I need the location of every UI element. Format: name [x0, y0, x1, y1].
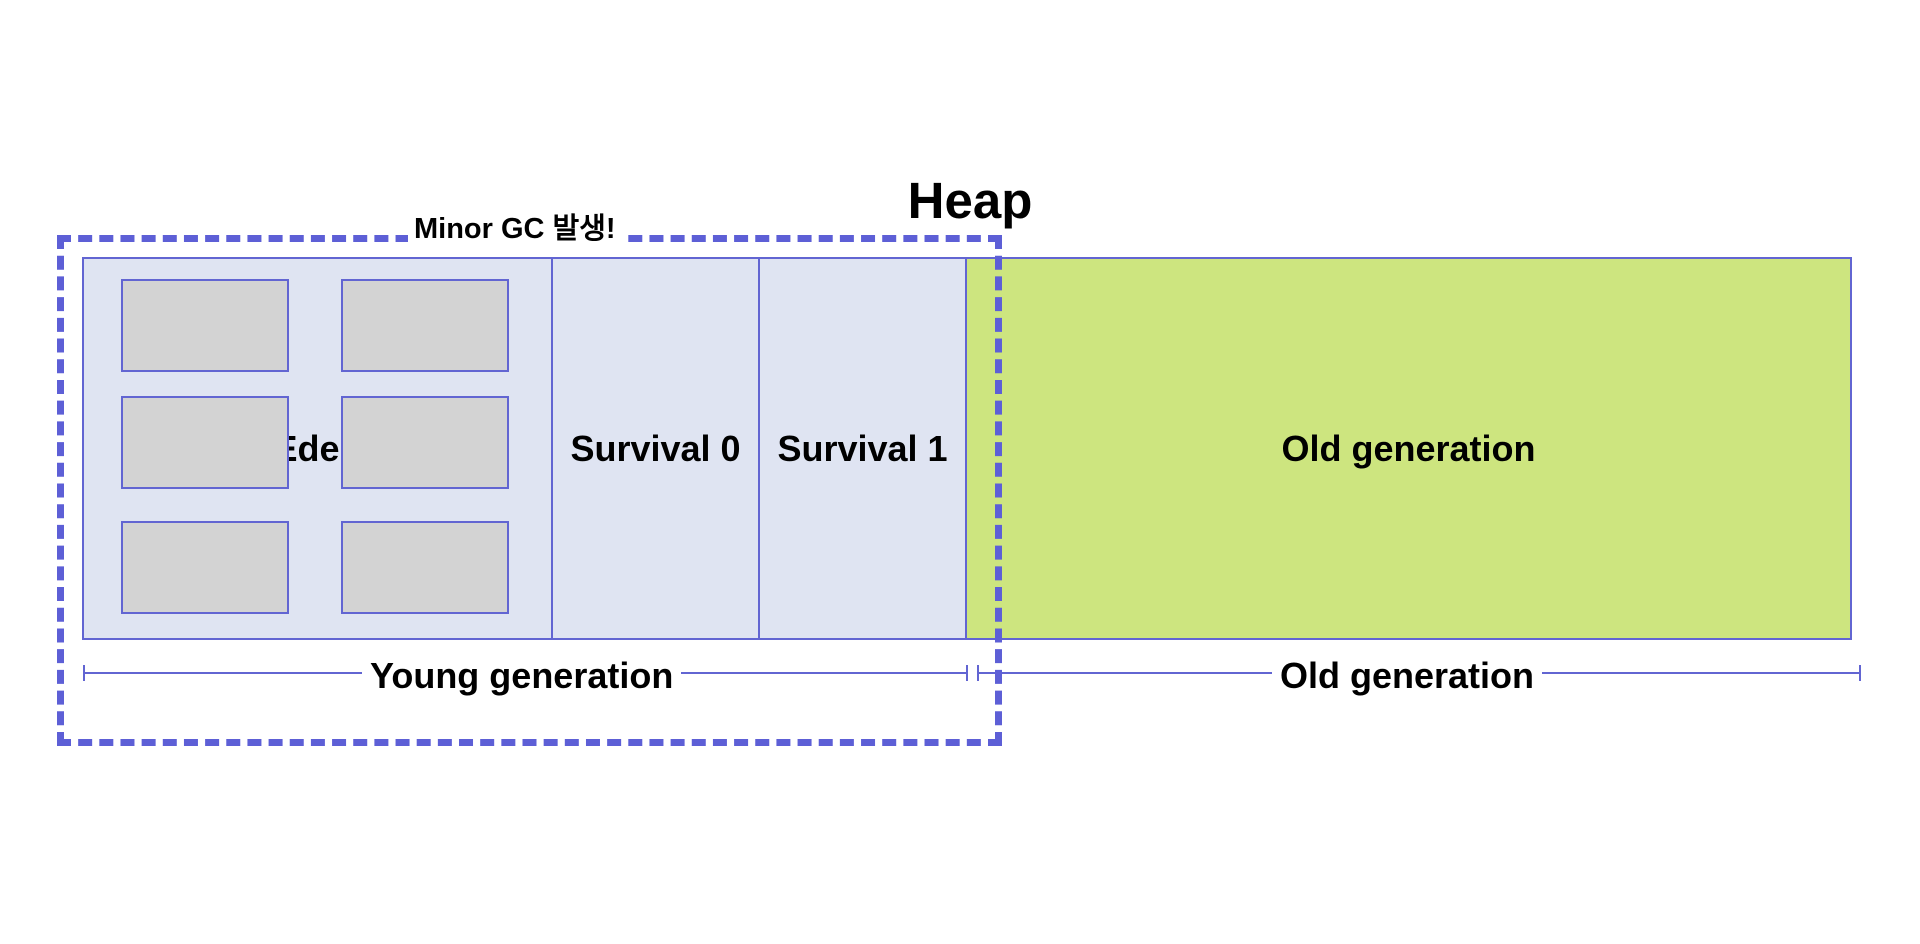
eden-object — [121, 279, 289, 372]
old-generation-label: Old generation — [1281, 427, 1536, 469]
survival-1-label: Survival 1 — [777, 427, 948, 469]
heap-container: Eden Survival 0 Survival 1 Old generatio… — [82, 257, 1852, 640]
old-range-end-tick — [1859, 665, 1861, 681]
eden-object — [121, 521, 289, 614]
minor-gc-highlight-box — [57, 235, 1002, 746]
young-range-start-tick — [83, 665, 85, 681]
eden-object — [121, 396, 289, 489]
survival-1-region: Survival 1 — [758, 257, 967, 640]
old-generation-range-label: Old generation — [1272, 655, 1543, 697]
minor-gc-label: Minor GC 발생! — [408, 210, 622, 248]
eden-object — [341, 396, 509, 489]
young-generation-range-label: Young generation — [362, 655, 682, 697]
old-range-start-tick — [977, 665, 979, 681]
heap-title: Heap — [907, 172, 1033, 229]
old-generation-region: Old generation — [965, 257, 1852, 640]
eden-object — [341, 521, 509, 614]
survival-0-label: Survival 0 — [570, 427, 741, 469]
eden-region: Eden — [82, 257, 553, 640]
eden-object — [341, 279, 509, 372]
survival-0-region: Survival 0 — [551, 257, 760, 640]
young-range-end-tick — [966, 665, 968, 681]
